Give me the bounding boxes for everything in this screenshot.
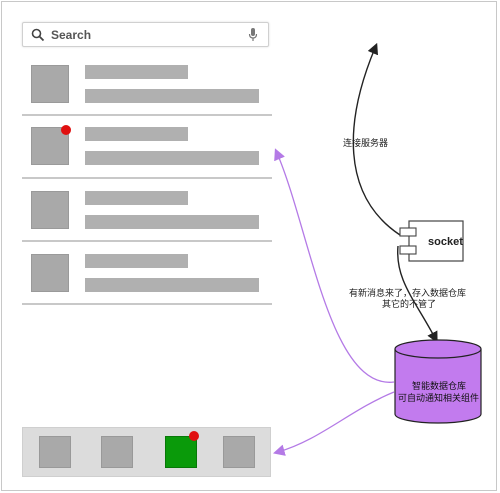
notify-tab-bar-arrow <box>273 391 395 456</box>
list-item-subtitle-placeholder <box>85 278 259 292</box>
microphone-icon[interactable] <box>248 27 258 43</box>
list-divider <box>22 303 272 305</box>
message-label-line1: 有新消息来了，存入数据仓库 <box>349 287 466 299</box>
list-item-title-placeholder <box>85 65 188 79</box>
server-connection-label: 连接服务器 <box>343 137 388 149</box>
list-item-title-placeholder <box>85 127 188 141</box>
notification-dot <box>61 125 71 135</box>
list-item-subtitle-placeholder <box>85 151 259 165</box>
list-item-subtitle-placeholder <box>85 89 259 103</box>
database-label-line1: 智能数据仓库 <box>412 380 466 392</box>
list-item-thumbnail <box>31 254 69 292</box>
list-item[interactable] <box>22 58 272 120</box>
list-item-subtitle-placeholder <box>85 215 259 229</box>
list-divider <box>22 114 272 116</box>
list-divider <box>22 177 272 179</box>
list-item-thumbnail <box>31 65 69 103</box>
socket-component: socket <box>399 220 464 262</box>
tab-2[interactable] <box>101 436 133 468</box>
list-item-title-placeholder <box>85 254 188 268</box>
search-icon <box>31 28 45 42</box>
socket-to-database-arrow <box>397 245 438 343</box>
notify-list-arrow <box>274 148 395 383</box>
bottom-tab-bar <box>22 427 271 477</box>
list-item[interactable] <box>22 120 272 182</box>
database-label-line2: 可自动通知相关组件 <box>398 392 479 404</box>
list-item-thumbnail <box>31 191 69 229</box>
tab-1[interactable] <box>39 436 71 468</box>
tab-3-active[interactable] <box>165 436 197 468</box>
list-item[interactable] <box>22 182 272 244</box>
search-bar[interactable]: Search <box>22 22 269 47</box>
notification-dot <box>189 431 199 441</box>
list-item-title-placeholder <box>85 191 188 205</box>
search-placeholder: Search <box>51 28 92 42</box>
list-item[interactable] <box>22 245 272 307</box>
message-label-line2: 其它的不管了 <box>382 298 436 310</box>
server-connection-arrow <box>352 42 401 236</box>
socket-label: socket <box>428 236 463 248</box>
tab-4[interactable] <box>223 436 255 468</box>
database-cylinder: 智能数据仓库 可自动通知相关组件 <box>394 339 482 424</box>
list-divider <box>22 240 272 242</box>
